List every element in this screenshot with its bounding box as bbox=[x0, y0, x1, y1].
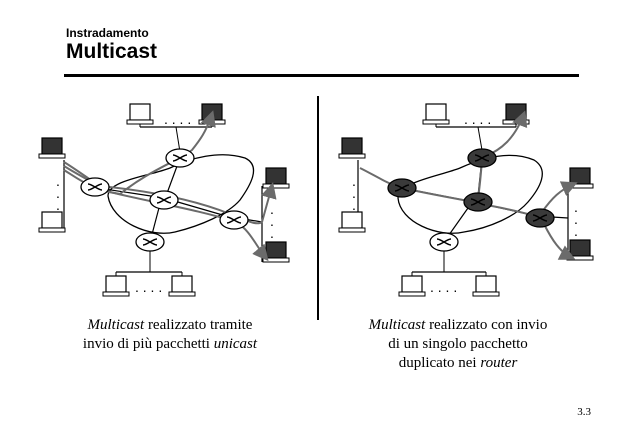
left-diagram: . . . . . . . . . . bbox=[38, 103, 290, 297]
svg-text:.: . bbox=[574, 199, 578, 215]
svg-text:.: . bbox=[270, 225, 274, 241]
left-router-3 bbox=[149, 190, 179, 210]
right-caption-line-1: Multicast realizzato con invio bbox=[323, 316, 593, 335]
svg-text:. . . .: . . . . bbox=[464, 111, 491, 127]
left-router-2 bbox=[165, 148, 195, 168]
right-caption-text-1: realizzato con invio bbox=[425, 317, 548, 333]
left-caption-text-2: invio di più pacchetti bbox=[82, 336, 214, 352]
right-router-5 bbox=[429, 232, 459, 252]
left-caption-text-1: realizzato tramite bbox=[144, 317, 253, 333]
left-lan-bottom: . . . . bbox=[102, 250, 196, 297]
left-caption-line-1: Multicast realizzato tramite bbox=[30, 316, 310, 335]
right-router-3 bbox=[463, 192, 493, 212]
svg-text:.: . bbox=[56, 197, 60, 213]
svg-text:.: . bbox=[270, 213, 274, 229]
right-lan-right: . . . bbox=[566, 167, 594, 261]
svg-text:.: . bbox=[574, 211, 578, 227]
left-lan-top: . . . . bbox=[126, 103, 226, 153]
right-lan-bottom: . . . . bbox=[398, 250, 500, 297]
left-cloud bbox=[107, 154, 255, 234]
right-router-1 bbox=[387, 178, 417, 198]
svg-text:.: . bbox=[352, 197, 356, 213]
right-router-2 bbox=[467, 148, 497, 168]
right-caption-line-3: duplicato nei router bbox=[323, 354, 593, 373]
right-caption-line-2: di un singolo pacchetto bbox=[388, 336, 528, 352]
slide-topic: Instradamento bbox=[66, 26, 149, 40]
title-underline bbox=[64, 74, 579, 77]
page-number: 3.3 bbox=[577, 406, 591, 418]
svg-text:.: . bbox=[574, 223, 578, 239]
right-caption-em-1: Multicast bbox=[368, 317, 426, 333]
right-caption: Multicast realizzato con invio di un sin… bbox=[323, 316, 593, 373]
right-diagram: . . . . . . . . . . bbox=[338, 103, 594, 297]
right-lan-left: . . . bbox=[338, 137, 366, 233]
svg-text:.: . bbox=[270, 201, 274, 217]
left-router-5 bbox=[135, 232, 165, 252]
left-caption-em-2: unicast bbox=[213, 336, 258, 352]
vertical-divider bbox=[317, 96, 319, 320]
left-caption-em-1: Multicast bbox=[87, 317, 145, 333]
svg-text:.: . bbox=[56, 185, 60, 201]
left-lan-right: . . . bbox=[261, 167, 290, 263]
svg-text:. . . .: . . . . bbox=[430, 279, 457, 295]
slide-title: Multicast bbox=[66, 40, 158, 63]
right-lan-top: . . . . bbox=[422, 103, 530, 151]
svg-text:.: . bbox=[352, 173, 356, 189]
svg-text:. . . .: . . . . bbox=[135, 279, 162, 295]
right-caption-text-3: duplicato nei bbox=[398, 355, 481, 371]
svg-text:. . . .: . . . . bbox=[164, 111, 191, 127]
svg-text:.: . bbox=[56, 173, 60, 189]
right-caption-em-3: router bbox=[480, 355, 518, 371]
left-lan-left: . . . bbox=[38, 137, 66, 233]
svg-text:.: . bbox=[352, 185, 356, 201]
right-router-4 bbox=[525, 208, 555, 228]
left-caption: Multicast realizzato tramite invio di pi… bbox=[30, 316, 310, 354]
left-caption-line-2: invio di più pacchetti unicast bbox=[30, 335, 310, 354]
left-router-4 bbox=[219, 210, 249, 230]
left-router-1 bbox=[80, 177, 110, 197]
